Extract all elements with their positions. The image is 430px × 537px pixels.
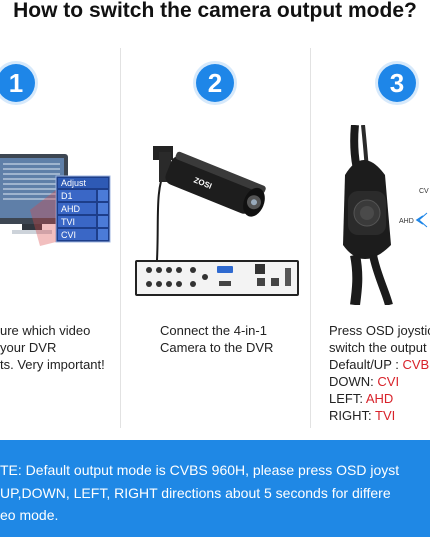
menu-header: Adjust [61,178,87,188]
step-1-text: ure which video your DVR ts. Very import… [0,322,105,373]
step-3-line: Press OSD joystic [329,323,430,338]
column-divider [120,48,121,428]
menu-item: D1 [61,191,73,201]
page-title: How to switch the camera output mode? [13,0,417,22]
step-1-line: ts. Very important! [0,357,105,372]
note-line: TE: Default output mode is CVBS 960H, pl… [0,462,400,478]
step-3-line: switch the output [329,340,427,355]
mode-row: Default/UP : CVBS [329,356,430,373]
column-divider [310,48,311,428]
step-1-badge: 1 [0,64,35,102]
menu-item: AHD [61,204,81,214]
mode-row: RIGHT: TVI [329,407,430,424]
note-line: UP,DOWN, LEFT, RIGHT directions about 5 … [0,485,391,501]
menu-item: CVI [61,230,76,240]
mode-row: DOWN: CVI [329,373,430,390]
mode-label: LEFT: [329,391,366,406]
step-2-line: Camera to the DVR [160,340,274,355]
mode-value: AHD [365,391,394,406]
step-1-line: ure which video [0,323,91,338]
mode-value: CVI [377,374,400,389]
note-line: eo mode. [0,507,59,523]
osd-left-label: AHD [399,218,414,225]
mode-label: RIGHT: [329,408,375,423]
camera-dvr-illustration: ZOSI [135,146,299,296]
mode-value: CVBS [402,357,430,372]
mode-label: DOWN: [329,374,378,389]
menu-item: TVI [61,217,75,227]
note-banner: TE: Default output mode is CVBS 960H, pl… [0,440,430,537]
osd-joystick-illustration: AHD CV [343,125,429,305]
mode-row: LEFT: AHD [329,390,430,407]
osd-top-label: CV [419,188,429,195]
step-2-text: Connect the 4-in-1 Camera to the DVR [160,322,273,356]
step-3-badge: 3 [378,64,416,102]
mode-value: TVI [375,408,396,423]
step-2-line: Connect the 4-in-1 [160,323,267,338]
mode-label: Default/UP : [329,357,403,372]
dvr-monitor-illustration: Adjust D1 AHD TVI CVI [0,154,111,246]
step-2-badge: 2 [196,64,234,102]
step-1-line: your DVR [0,340,57,355]
step-3-text: Press OSD joystic switch the output Defa… [329,322,430,424]
